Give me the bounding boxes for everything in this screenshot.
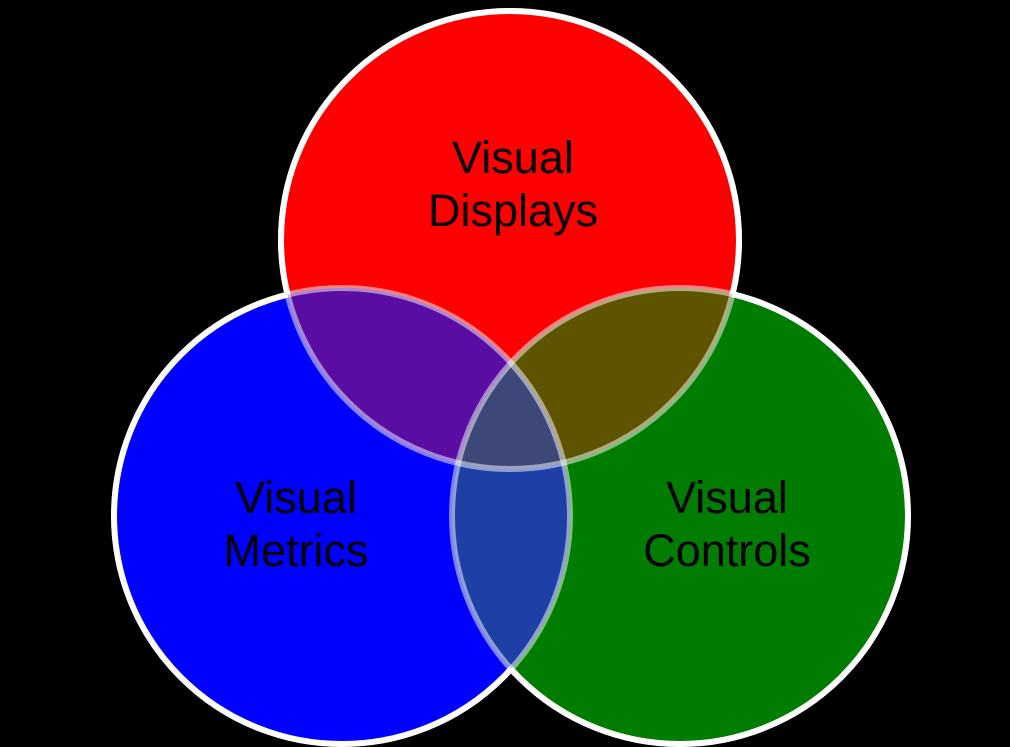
label-visual-metrics-line1: Visual (235, 472, 357, 523)
outer-outline-displays (278, 8, 742, 472)
label-visual-displays-line2: Displays (428, 185, 598, 236)
outer-outline-controls (449, 285, 911, 747)
label-visual-controls-line1: Visual (666, 472, 788, 523)
overlap-displays-controls (452, 288, 739, 469)
overlap-displays-metrics (281, 288, 570, 469)
label-visual-displays-line1: Visual (452, 132, 574, 183)
label-visual-controls-line2: Controls (643, 525, 811, 576)
circle-outlines-outer (111, 8, 911, 747)
outer-outline-metrics (111, 285, 573, 747)
label-visual-metrics-line2: Metrics (224, 525, 369, 576)
